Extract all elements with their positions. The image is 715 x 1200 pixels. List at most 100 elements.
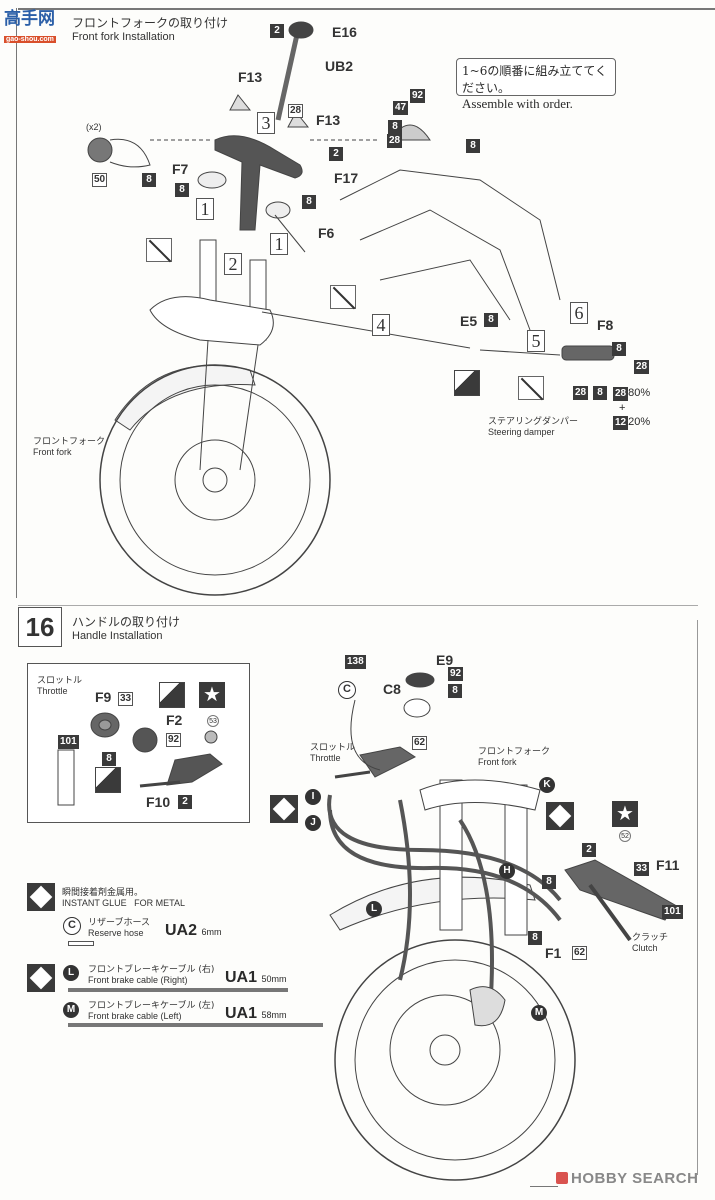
decal-star-icon: ★ (612, 801, 638, 827)
step15-title-en: Front fork Installation (72, 31, 175, 43)
instant-glue-icon (27, 964, 55, 992)
part-f7: F7 (172, 161, 189, 177)
watermark-domain: gao-shou.com (4, 36, 56, 43)
color-code-hose-138: 138 (345, 655, 366, 669)
hobby-search-icon (556, 1172, 568, 1184)
callout-i: I (305, 789, 321, 805)
order-note-en: Assemble with order. (462, 96, 573, 111)
legend-reserve-hose-en: Reserve hose (88, 928, 144, 938)
color-code-f8-28a: 28 (634, 360, 650, 374)
color-code-e9-92: 92 (448, 667, 464, 681)
color-code-f8-8b: 8 (593, 386, 607, 400)
color-code-f1-62: 62 (572, 946, 588, 960)
color-code-r-2: 2 (582, 843, 596, 857)
reserve-hose-swatch (68, 941, 94, 946)
clutch-jp: クラッチ (632, 933, 669, 943)
legend-reserve-hose-part-id: UA2 (165, 922, 198, 939)
legend-callout-l: L (63, 965, 79, 981)
front-fork-en: Front fork (33, 447, 72, 457)
paint-icon (159, 682, 185, 708)
step16-title-jp: ハンドルの取り付け (72, 615, 181, 629)
glue-legend: 瞬間接着剤金属用。 INSTANT GLUE FOR METAL (62, 885, 185, 908)
color-code-f8-28b: 28 (573, 386, 589, 400)
instant-glue-icon (27, 883, 55, 911)
decal-53: 53 (207, 715, 219, 727)
clutch-en: Clutch (632, 943, 658, 953)
main-throttle-jp: スロットル (310, 743, 356, 753)
main-front-fork-jp: フロントフォーク (478, 747, 551, 757)
paint-icon (454, 370, 480, 396)
part-e9: E9 (436, 652, 454, 668)
callout-k: K (539, 777, 555, 793)
hobby-search-text: HOBBY SEARCH (571, 1170, 699, 1187)
color-code-f10-2: 2 (178, 795, 192, 809)
part-f1: F1 (545, 945, 562, 961)
left-rule (16, 8, 17, 598)
color-code-f17-2: 2 (329, 147, 343, 161)
main-front-fork-en: Front fork (478, 757, 517, 767)
step-2: 2 (224, 253, 242, 275)
inset-throttle-caption: スロットル Throttle (37, 673, 82, 696)
legend-reserve-hose-jp: リザーブホース (88, 918, 151, 928)
part-ub2: UB2 (325, 58, 354, 74)
color-code-cap-47: 47 (393, 101, 409, 115)
color-code-cap-8a: 8 (388, 120, 402, 134)
callout-j: J (305, 815, 321, 831)
main-throttle-caption: スロットル Throttle (310, 740, 355, 763)
color-code-f7-8: 8 (175, 183, 189, 197)
legend-cable-right: フロントブレーキケーブル (右) Front brake cable (Righ… (88, 962, 214, 985)
color-code-r-33: 33 (634, 862, 650, 876)
color-code-e5-8: 8 (484, 313, 498, 327)
legend-cable-right-part-id: UA1 (225, 969, 258, 986)
steering-damper-en: Steering damper (488, 427, 555, 437)
legend-cable-left-en: Front brake cable (Left) (88, 1011, 182, 1021)
order-note-jp: 1~6の順番に組み立ててください。 (462, 64, 607, 95)
top-rule (18, 8, 715, 10)
mix-code-28: 28 (613, 387, 629, 401)
steering-damper-jp: ステアリングダンパー (488, 417, 579, 427)
part-f11: F11 (656, 857, 680, 873)
legend-cable-right-part: UA1 50mm (225, 969, 286, 987)
cable-left-swatch (68, 1023, 323, 1027)
step16-title: ハンドルの取り付け Handle Installation (72, 613, 180, 642)
legend-cable-left-part: UA1 58mm (225, 1005, 286, 1023)
watermark-text: 高手网 (4, 9, 55, 29)
callout-c: C (338, 681, 356, 699)
color-code-r-101: 101 (662, 905, 683, 919)
color-code-cap-28: 28 (387, 134, 403, 148)
main-front-fork-caption: フロントフォーク Front fork (478, 744, 550, 767)
step16-rule (18, 605, 698, 606)
assembly-order-note: 1~6の順番に組み立ててください。 Assemble with order. (456, 58, 616, 111)
color-code-cap-92: 92 (410, 89, 426, 103)
legend-cable-left-length: 58mm (261, 1010, 287, 1020)
mix-plus: + (619, 402, 626, 414)
color-code-r-8: 8 (542, 875, 556, 889)
legend-callout-m: M (63, 1002, 79, 1018)
legend-reserve-hose: リザーブホース Reserve hose (88, 915, 150, 938)
callout-l: L (366, 901, 382, 917)
callout-h: H (499, 863, 515, 879)
steering-damper-caption: ステアリングダンパー Steering damper (488, 414, 578, 437)
step16-number-box: 16 (18, 607, 62, 647)
part-f10: F10 (146, 794, 171, 810)
main-throttle-en: Throttle (310, 753, 341, 763)
color-code-f1-8: 8 (528, 931, 542, 945)
part-e5: E5 (460, 313, 478, 329)
part-f8: F8 (597, 317, 614, 333)
decal-52: 52 (619, 830, 631, 842)
color-code-c8-62: 62 (412, 736, 428, 750)
step-1-right: 1 (270, 233, 288, 255)
step-5: 5 (527, 330, 545, 352)
legend-cable-right-jp: フロントブレーキケーブル (右) (88, 965, 215, 975)
step16-title-en: Handle Installation (72, 630, 163, 642)
front-fork-caption: フロントフォーク Front fork (33, 434, 105, 457)
color-code-cap-8b: 8 (466, 139, 480, 153)
legend-callout-c: C (63, 917, 81, 935)
color-code-e16: 2 (270, 24, 284, 38)
part-e16: E16 (332, 24, 357, 40)
color-code-grip-101: 101 (58, 735, 79, 749)
color-code-mirror-8: 8 (142, 173, 156, 187)
paint-icon (95, 767, 121, 793)
part-f17: F17 (334, 170, 359, 186)
